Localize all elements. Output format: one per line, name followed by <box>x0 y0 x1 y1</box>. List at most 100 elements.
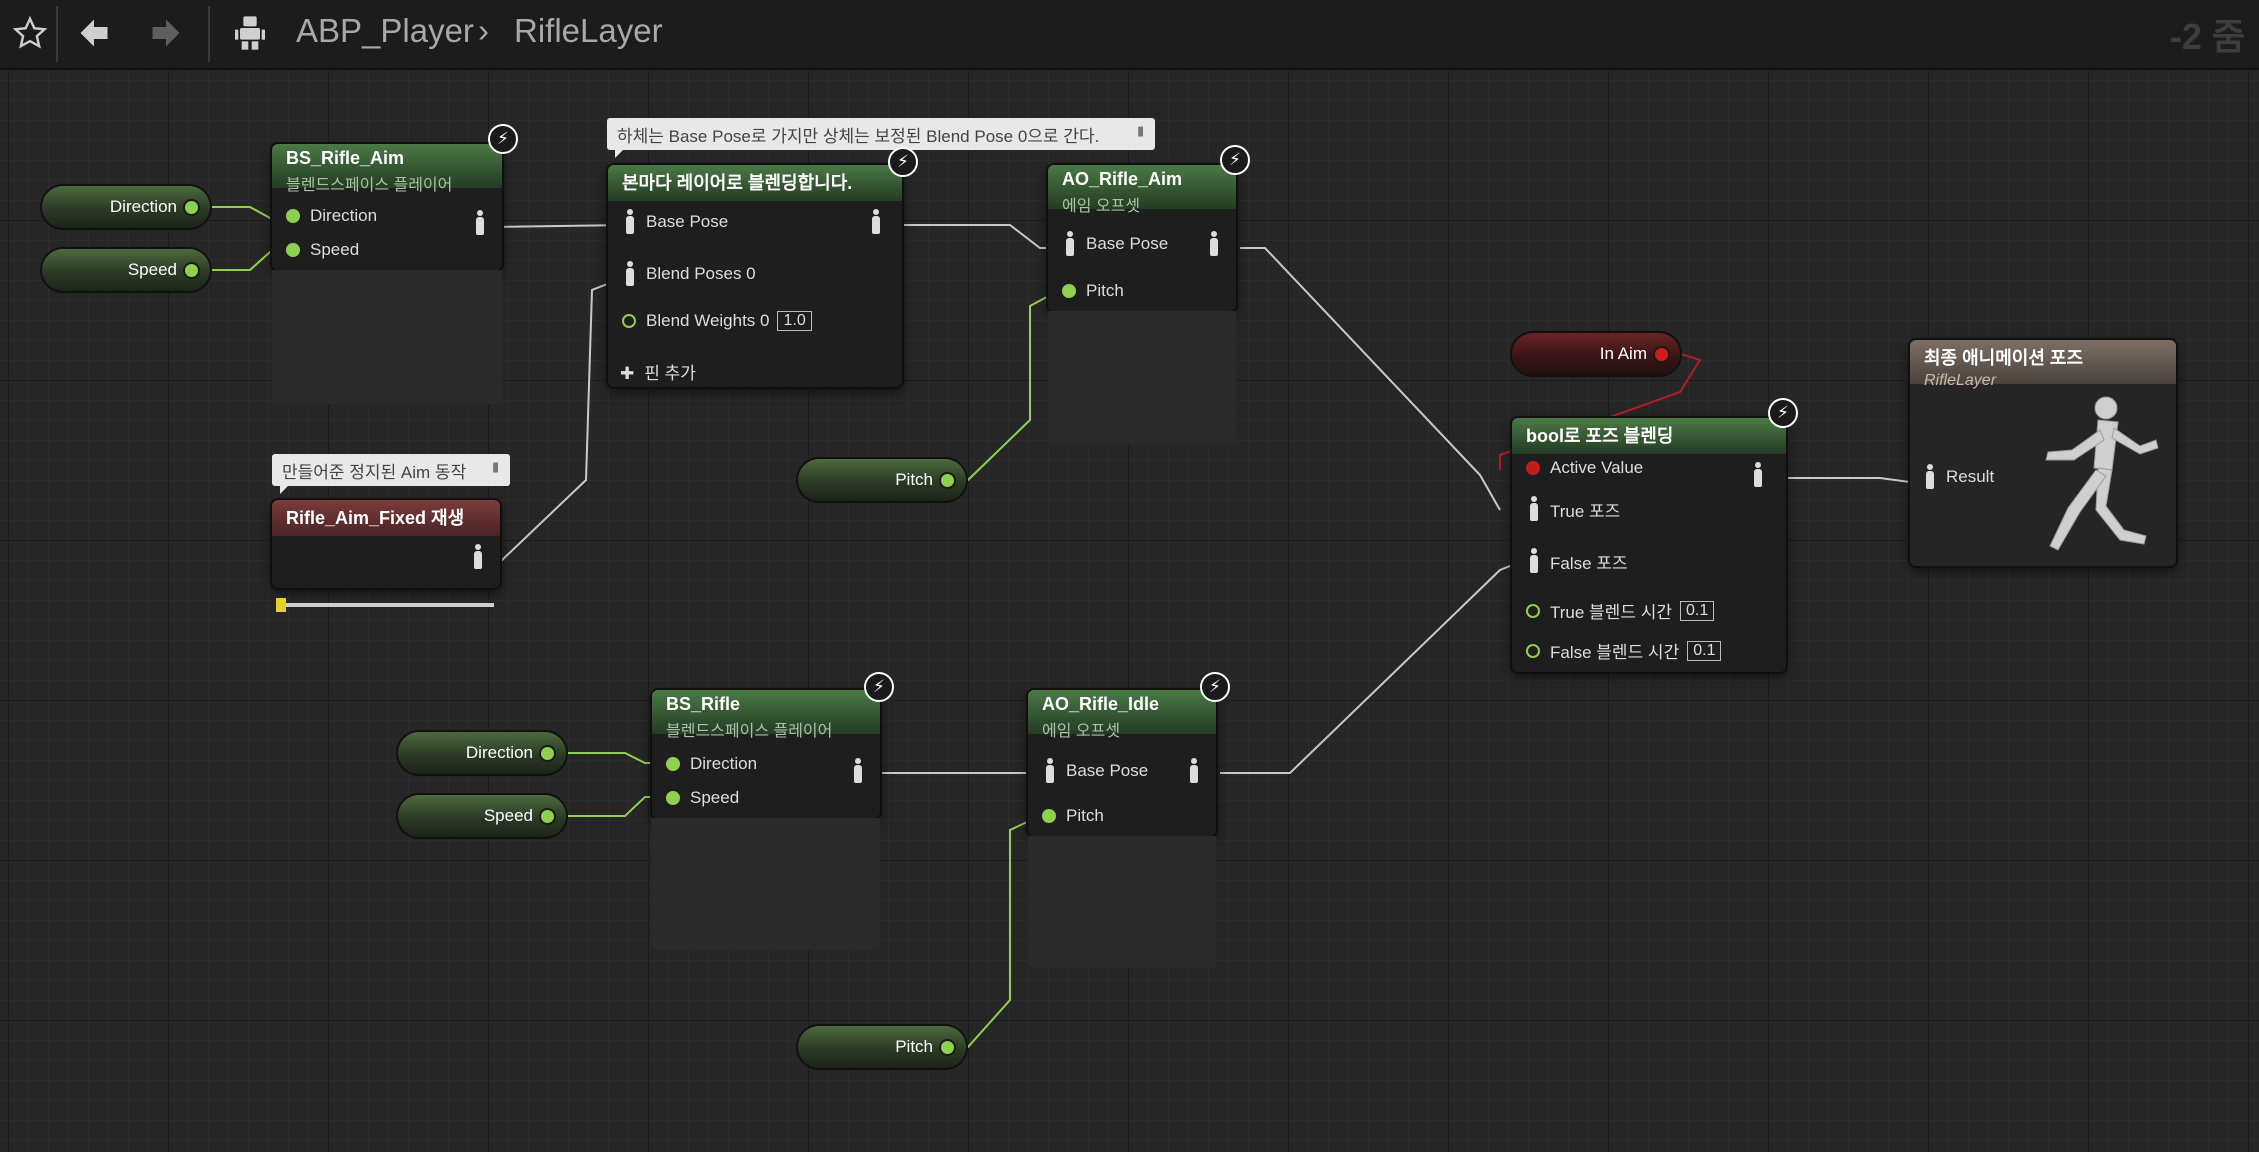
pose-pin-icon[interactable] <box>1208 231 1220 257</box>
pin-base-pose[interactable]: Base Pose <box>1064 231 1168 257</box>
pose-output-pin[interactable] <box>472 544 494 570</box>
pin-label: Base Pose <box>646 212 729 231</box>
float-pin-icon[interactable] <box>941 473 954 487</box>
node-ao-rifle-aim[interactable]: AO_Rifle_Aim 에임 오프셋 Base Pose Pitch ⚡ <box>1048 145 1250 445</box>
arrow-right-icon[interactable] <box>144 8 188 58</box>
pose-pin-icon[interactable] <box>1528 548 1540 574</box>
float-pin-icon[interactable] <box>666 757 680 771</box>
var-speed-bottom[interactable]: Speed <box>398 795 566 837</box>
anim-blueprint-icon <box>228 8 272 58</box>
float-pin-icon[interactable] <box>1062 284 1076 298</box>
node-bs-rifle-aim[interactable]: BS_Rifle_Aim 블렌드스페이스 플레이어 Direction Spee… <box>272 124 518 404</box>
pose-output-pin[interactable] <box>1752 462 1774 488</box>
pose-pin-icon[interactable] <box>1924 464 1936 490</box>
node-subtitle: 블렌드스페이스 플레이어 <box>666 723 833 740</box>
pin-icon[interactable]: ▮ <box>492 459 500 474</box>
pose-pin-icon[interactable] <box>472 544 484 570</box>
wire-ao-idle-falsepose <box>1220 561 1521 774</box>
node-title: AO_Rifle_Aim <box>1062 169 1183 189</box>
blend-weight-input[interactable]: 1.0 <box>777 311 812 331</box>
comment-layered-blend[interactable]: 하체는 Base Pose로 가지만 상체는 보정된 Blend Pose 0으… <box>607 118 1155 158</box>
pin-active-value[interactable]: Active Value <box>1526 458 1643 478</box>
pose-output-pin[interactable] <box>474 210 496 236</box>
bool-pin-icon[interactable] <box>1526 461 1540 475</box>
node-header: Rifle_Aim_Fixed 재생 <box>272 500 500 536</box>
node-rifle-aim-fixed-play[interactable]: Rifle_Aim_Fixed 재생 <box>272 500 500 588</box>
pin-pitch[interactable]: Pitch <box>1062 281 1124 301</box>
float-pin-icon[interactable] <box>286 209 300 223</box>
wire-layered-ao-aim <box>896 224 1065 249</box>
float-pin-icon[interactable] <box>541 746 554 760</box>
pose-pin-icon[interactable] <box>870 209 882 235</box>
node-body-preview <box>1048 311 1236 445</box>
pin-pitch[interactable]: Pitch <box>1042 806 1104 826</box>
bool-pin-icon[interactable] <box>1655 347 1668 361</box>
node-final-animation-pose[interactable]: 최종 애니메이션 포즈 RifleLayer Result <box>1910 340 2176 566</box>
pose-pin-icon[interactable] <box>852 758 864 784</box>
lightning-icon: ⚡ <box>1768 398 1798 428</box>
arrow-left-icon[interactable] <box>72 8 116 58</box>
var-direction-top[interactable]: Direction <box>42 186 210 228</box>
pose-output-pin[interactable] <box>1208 231 1230 257</box>
pin-blend-poses[interactable]: Blend Poses 0 <box>624 261 756 287</box>
node-bs-rifle[interactable]: BS_Rifle 블렌드스페이스 플레이어 Direction Speed ⚡ <box>652 672 894 950</box>
float-pin-icon[interactable] <box>541 809 554 823</box>
pin-icon[interactable]: ▮ <box>1137 123 1145 138</box>
pin-result[interactable]: Result <box>1924 464 1994 490</box>
var-pitch-mid[interactable]: Pitch <box>798 459 966 501</box>
true-blend-time-input[interactable]: 0.1 <box>1679 600 1715 621</box>
pin-speed[interactable]: Speed <box>666 788 739 808</box>
var-pitch-bottom[interactable]: Pitch <box>798 1026 966 1068</box>
pin-speed[interactable]: Speed <box>286 240 359 260</box>
node-ao-rifle-idle[interactable]: AO_Rifle_Idle 에임 오프셋 Base Pose Pitch ⚡ <box>1028 672 1230 968</box>
pose-pin-icon[interactable] <box>624 261 636 287</box>
pose-pin-icon[interactable] <box>1528 496 1540 522</box>
float-pin-icon[interactable] <box>1526 643 1540 658</box>
pin-false-pose[interactable]: False 포즈 <box>1528 548 1628 574</box>
float-pin-icon[interactable] <box>185 200 198 214</box>
star-icon[interactable] <box>8 8 52 58</box>
node-body-preview <box>652 818 880 950</box>
var-in-aim[interactable]: In Aim <box>1512 333 1680 375</box>
float-pin-icon[interactable] <box>1526 603 1540 618</box>
false-blend-time-input[interactable]: 0.1 <box>1687 640 1722 661</box>
pose-pin-icon[interactable] <box>1064 231 1076 257</box>
add-pin-button[interactable]: ✚핀 추가 <box>620 359 696 384</box>
pin-base-pose[interactable]: Base Pose <box>624 209 728 235</box>
node-title: BS_Rifle_Aim <box>286 148 405 168</box>
pose-pin-icon[interactable] <box>624 209 636 235</box>
variable-label: Pitch <box>895 470 933 489</box>
float-pin-icon[interactable] <box>286 243 300 257</box>
pose-output-pin[interactable] <box>870 209 892 235</box>
float-pin-icon[interactable] <box>622 314 636 328</box>
float-pin-icon[interactable] <box>666 791 680 805</box>
pose-output-pin[interactable] <box>852 758 874 784</box>
var-speed-top[interactable]: Speed <box>42 249 210 291</box>
breadcrumb-layer[interactable]: RifleLayer <box>514 12 663 49</box>
float-pin-icon[interactable] <box>185 263 198 277</box>
pin-direction[interactable]: Direction <box>666 754 757 774</box>
pin-direction[interactable]: Direction <box>286 206 377 226</box>
var-direction-bottom[interactable]: Direction <box>398 732 566 774</box>
pose-pin-icon[interactable] <box>1044 758 1056 784</box>
pin-true-pose[interactable]: True 포즈 <box>1528 496 1620 522</box>
pin-base-pose[interactable]: Base Pose <box>1044 758 1148 784</box>
pose-pin-icon[interactable] <box>474 210 486 236</box>
variable-label: Speed <box>483 806 533 825</box>
node-subtitle: RifleLayer <box>1924 372 1997 389</box>
node-blend-by-bool[interactable]: bool로 포즈 블렌딩 Active Value True 포즈 False … <box>1512 398 1798 672</box>
playback-position-marker[interactable] <box>276 598 286 612</box>
comment-rifle-aim-fixed[interactable]: 만들어준 정지된 Aim 동작 ▮ <box>272 454 510 494</box>
node-layered-blend-per-bone[interactable]: 본마다 레이어로 블렌딩합니다. Base Pose Blend Poses 0… <box>608 147 918 387</box>
breadcrumb-graph[interactable]: ABP_Player <box>296 12 474 49</box>
lightning-icon: ⚡ <box>1200 672 1230 702</box>
lightning-icon: ⚡ <box>1220 145 1250 175</box>
pose-output-pin[interactable] <box>1188 758 1210 784</box>
pose-pin-icon[interactable] <box>1188 758 1200 784</box>
float-pin-icon[interactable] <box>1042 809 1056 823</box>
float-pin-icon[interactable] <box>941 1040 954 1054</box>
pose-pin-icon[interactable] <box>1752 462 1764 488</box>
